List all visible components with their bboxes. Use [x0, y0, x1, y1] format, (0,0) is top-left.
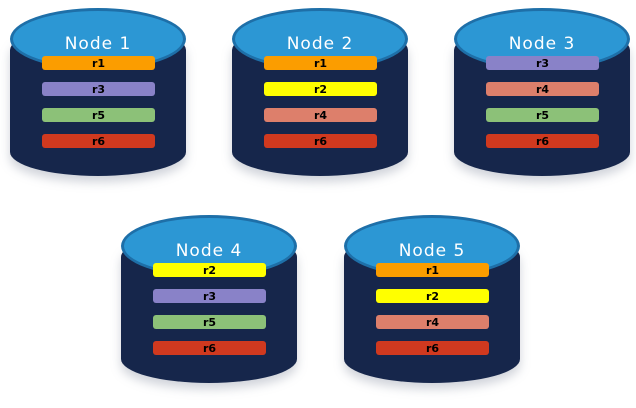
node-label: Node 3 — [508, 34, 576, 54]
replica-stack: r1 r2 r4 r6 — [264, 56, 377, 148]
database-node-1[interactable]: Node 1 r1 r3 r5 r6 — [10, 8, 186, 184]
replica-bar[interactable]: r4 — [486, 82, 599, 96]
replica-bar[interactable]: r5 — [153, 315, 266, 329]
replica-bar[interactable]: r1 — [264, 56, 377, 70]
replica-stack: r1 r3 r5 r6 — [42, 56, 155, 148]
replica-bar[interactable]: r5 — [42, 108, 155, 122]
replica-bar[interactable]: r5 — [486, 108, 599, 122]
replica-bar[interactable]: r4 — [264, 108, 377, 122]
replica-bar[interactable]: r6 — [153, 341, 266, 355]
cylinder-top-icon — [10, 8, 186, 70]
node-label: Node 2 — [286, 34, 354, 54]
replica-bar[interactable]: r2 — [376, 289, 489, 303]
replica-bar[interactable]: r3 — [153, 289, 266, 303]
database-node-3[interactable]: Node 3 r3 r4 r5 r6 — [454, 8, 630, 184]
replica-stack: r1 r2 r4 r6 — [376, 263, 489, 355]
replica-bar[interactable]: r1 — [376, 263, 489, 277]
replica-bar[interactable]: r1 — [42, 56, 155, 70]
replica-bar[interactable]: r6 — [376, 341, 489, 355]
cylinder-top-icon — [121, 215, 297, 277]
database-node-5[interactable]: Node 5 r1 r2 r4 r6 — [344, 215, 520, 391]
replica-stack: r3 r4 r5 r6 — [486, 56, 599, 148]
replica-bar[interactable]: r6 — [42, 134, 155, 148]
node-label: Node 1 — [64, 34, 132, 54]
replica-bar[interactable]: r6 — [264, 134, 377, 148]
replica-stack: r2 r3 r5 r6 — [153, 263, 266, 355]
replica-bar[interactable]: r6 — [486, 134, 599, 148]
replica-bar[interactable]: r2 — [264, 82, 377, 96]
database-node-4[interactable]: Node 4 r2 r3 r5 r6 — [121, 215, 297, 391]
node-label: Node 5 — [398, 241, 466, 261]
replica-bar[interactable]: r2 — [153, 263, 266, 277]
replica-bar[interactable]: r3 — [486, 56, 599, 70]
node-label: Node 4 — [175, 241, 243, 261]
replica-bar[interactable]: r4 — [376, 315, 489, 329]
database-node-2[interactable]: Node 2 r1 r2 r4 r6 — [232, 8, 408, 184]
replica-bar[interactable]: r3 — [42, 82, 155, 96]
